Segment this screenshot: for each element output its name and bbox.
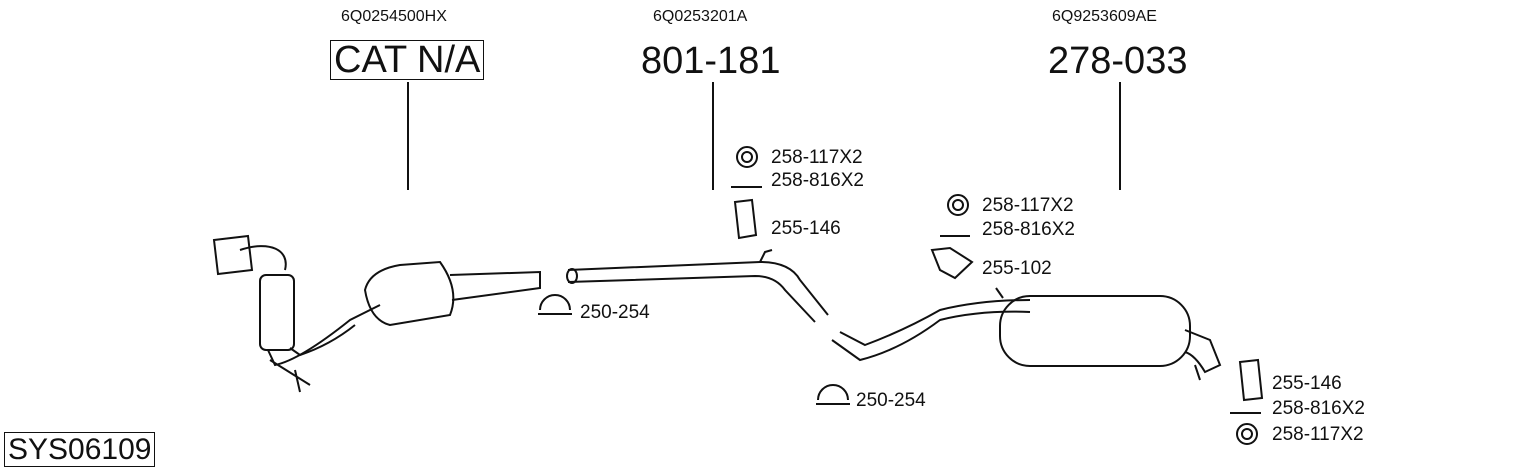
clamp-icon (816, 384, 850, 405)
oem-number-middle: 6Q0253201A (653, 8, 748, 25)
bracket-icon (930, 246, 974, 280)
catalytic-converter-part[interactable] (212, 234, 541, 393)
oem-number-rear: 6Q9253609AE (1052, 8, 1157, 25)
accessory-label[interactable]: 258-117X2 (982, 195, 1074, 216)
clamp-icon (538, 294, 572, 315)
ring-icon (736, 146, 758, 168)
part-number-cat[interactable]: CAT N/A (330, 40, 485, 80)
rear-silencer-part[interactable] (831, 287, 1222, 381)
hanger-icon (1238, 358, 1264, 402)
accessory-label[interactable]: 250-254 (856, 390, 926, 411)
accessory-label[interactable]: 255-146 (771, 218, 841, 239)
ring-icon (1236, 423, 1258, 445)
accessory-label[interactable]: 255-146 (1272, 373, 1342, 394)
accessory-label[interactable]: 258-816X2 (1272, 398, 1365, 419)
accessory-label[interactable]: 255-102 (982, 258, 1052, 279)
ring-icon (947, 194, 969, 216)
part-number-middle[interactable]: 801-181 (641, 40, 781, 82)
middle-pipe-part[interactable] (566, 249, 829, 323)
system-id: SYS06109 (4, 432, 156, 467)
oem-number-cat: 6Q0254500HX (341, 8, 447, 25)
accessory-label[interactable]: 258-816X2 (982, 219, 1075, 240)
hanger-icon (733, 198, 758, 240)
accessory-label[interactable]: 258-117X2 (771, 147, 863, 168)
part-number-rear[interactable]: 278-033 (1048, 40, 1188, 82)
accessory-label[interactable]: 258-816X2 (771, 170, 864, 191)
accessory-label[interactable]: 258-117X2 (1272, 424, 1364, 445)
accessory-label[interactable]: 250-254 (580, 302, 650, 323)
